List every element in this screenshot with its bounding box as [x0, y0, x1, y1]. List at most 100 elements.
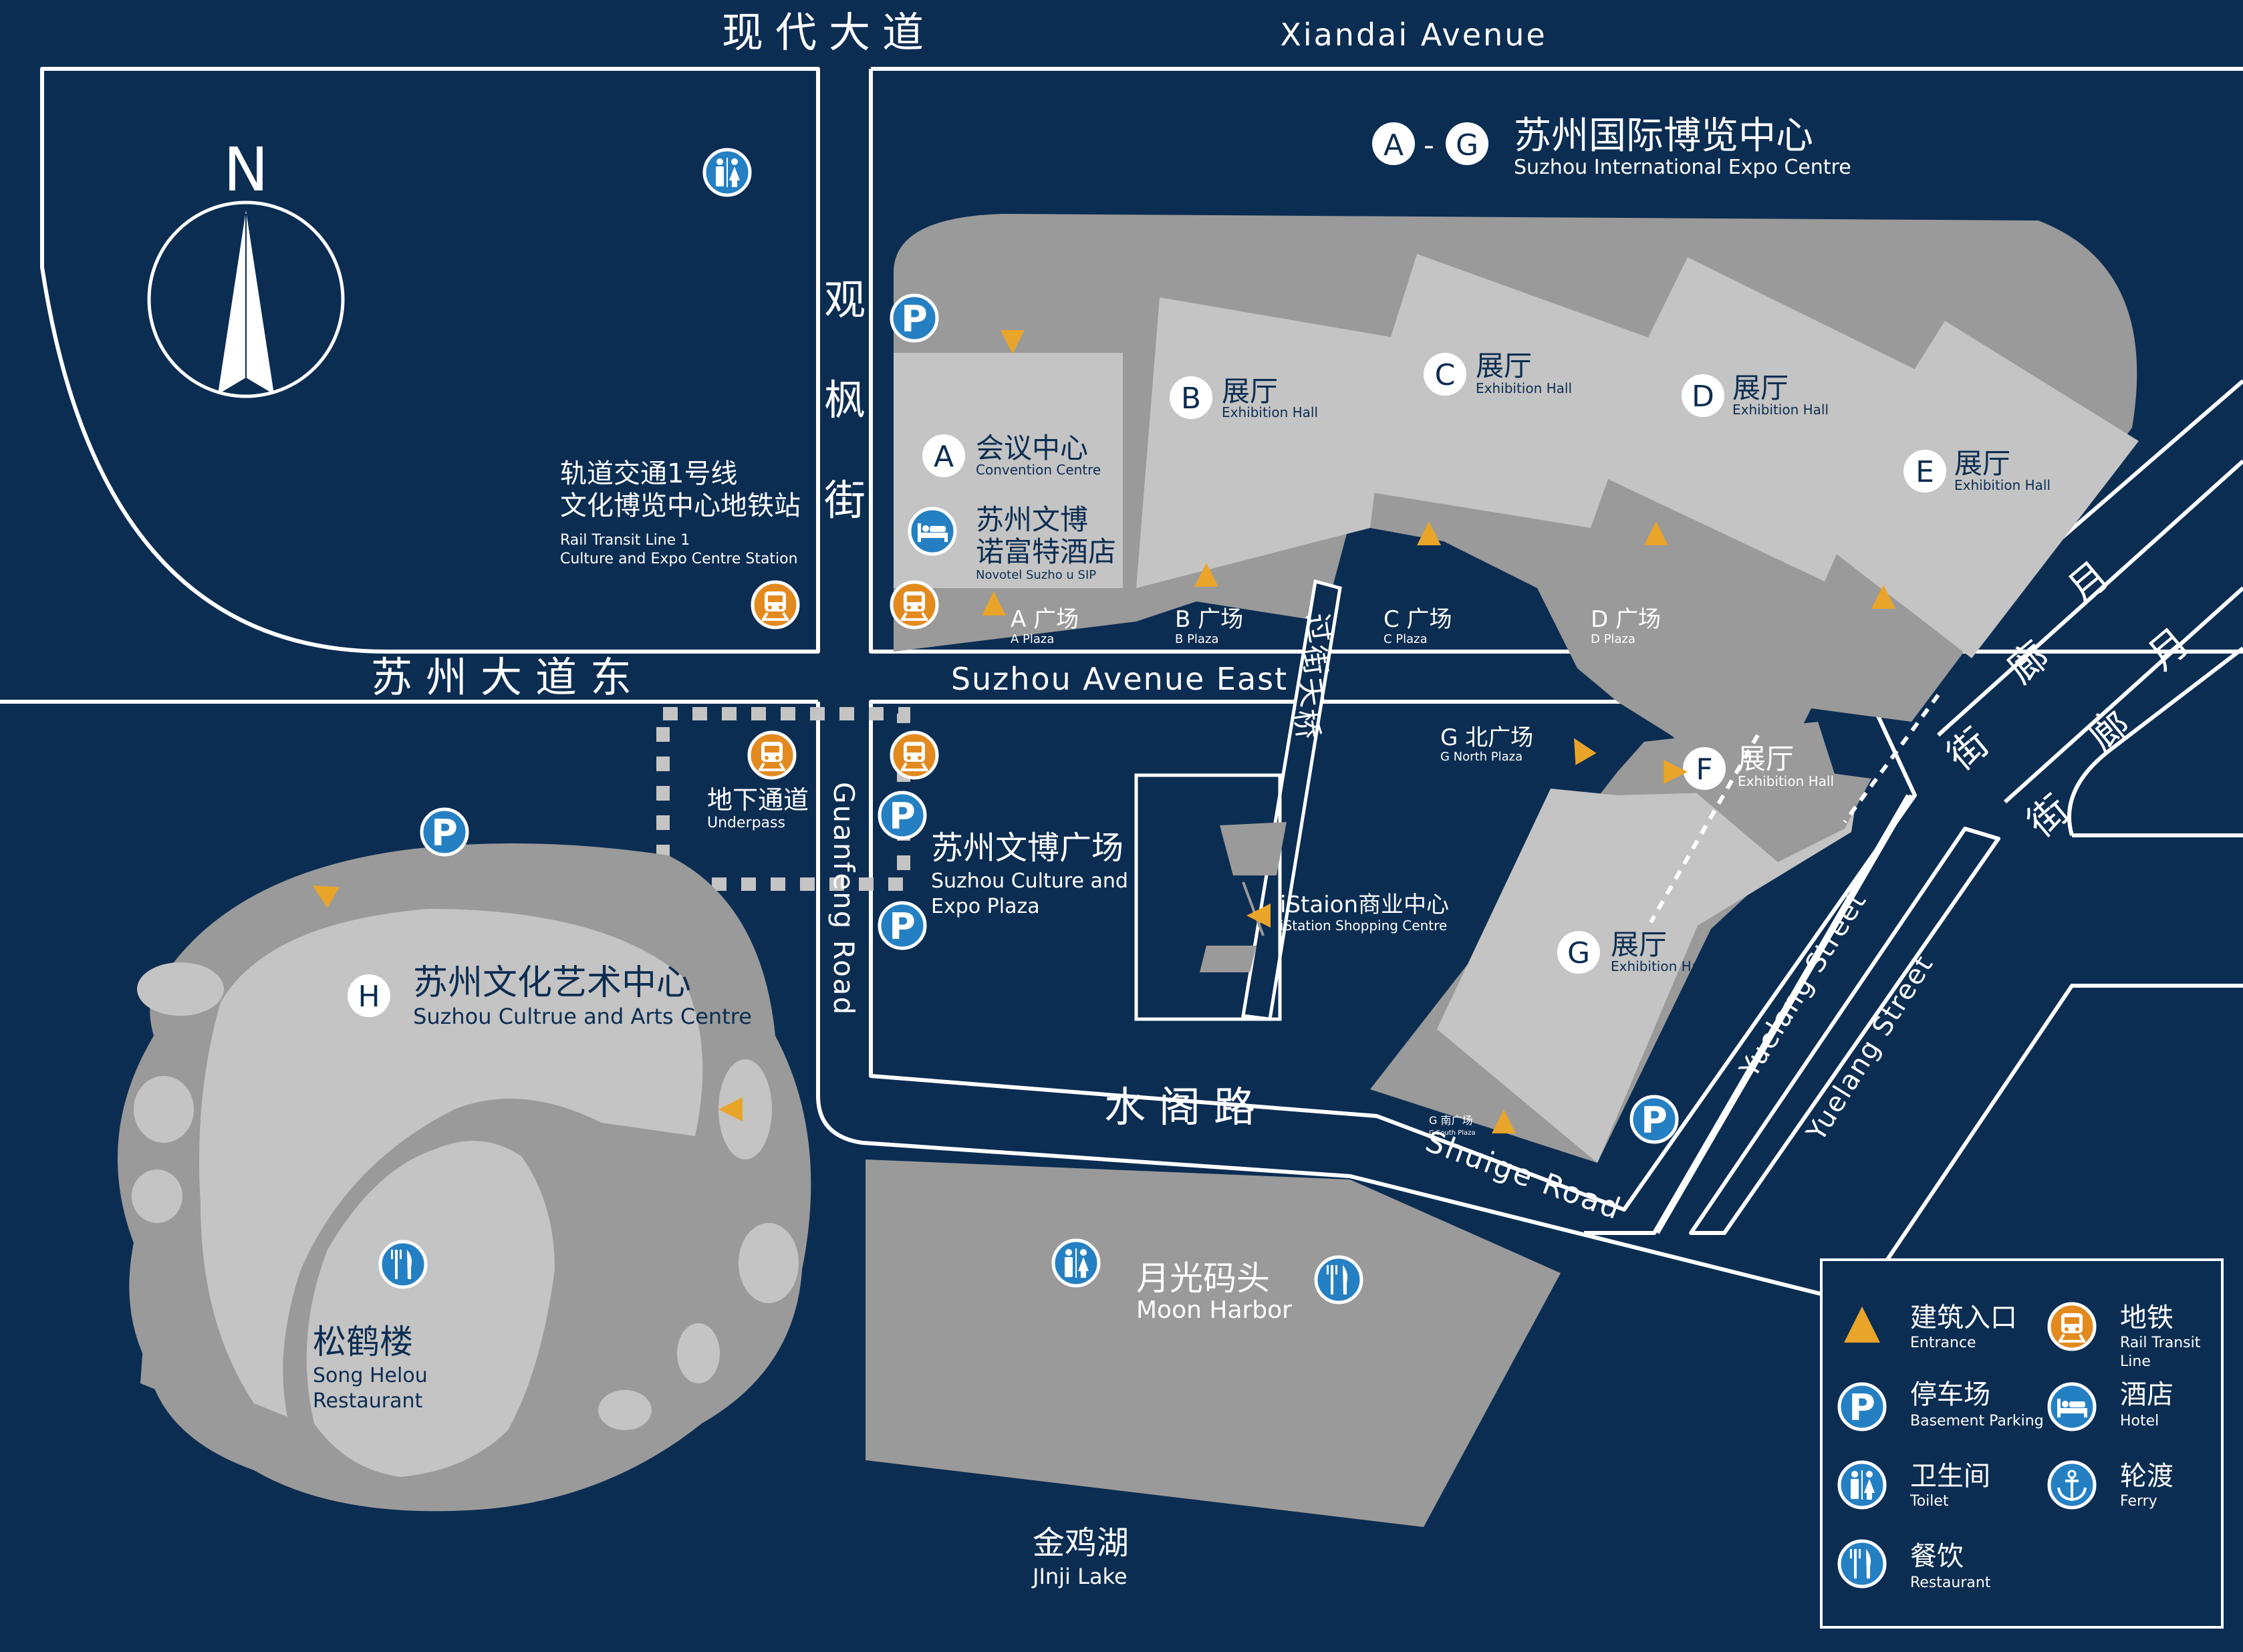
- rail-icon[interactable]: [892, 582, 937, 628]
- legend-rail-en-2: Line: [2120, 1353, 2151, 1370]
- toilet-icon[interactable]: [704, 150, 750, 195]
- culture-plaza-zh: 苏州文博广场: [931, 829, 1124, 867]
- hall-g-label[interactable]: G 展厅 Exhibition Hall: [1557, 928, 1707, 974]
- hall-a-label[interactable]: A 会议中心 Convention Centre: [922, 432, 1101, 478]
- hall-f-name-zh: 展厅: [1738, 742, 1794, 775]
- culture-plaza-en-1: Suzhou Culture and: [931, 869, 1128, 893]
- parking-icon: [1839, 1384, 1885, 1429]
- toilet-icon[interactable]: [1053, 1240, 1099, 1286]
- road-label-guanfeng-zh-3: 街: [824, 476, 866, 525]
- parking-icon[interactable]: [1631, 1097, 1677, 1142]
- hall-e-name-en: Exhibition Hall: [1954, 477, 2051, 493]
- rail-icon[interactable]: [892, 732, 937, 778]
- legend-entrance-zh: 建筑入口: [1910, 1302, 2017, 1333]
- parking-icon[interactable]: [422, 809, 467, 855]
- underpass-label: 地下通道 Underpass: [707, 785, 809, 831]
- rail-icon: [2049, 1304, 2095, 1349]
- road-label-suzhou-east-en: Suzhou Avenue East: [951, 661, 1288, 697]
- parking-icon[interactable]: [880, 903, 925, 948]
- hall-c-label[interactable]: C 展厅 Exhibition Hall: [1424, 350, 1572, 396]
- hall-b-label[interactable]: B 展厅 Exhibition Hall: [1170, 375, 1318, 420]
- compass: N: [147, 135, 345, 398]
- plaza-labels: A 广场 A Plaza B 广场 B Plaza C 广场 C Plaza D…: [1011, 606, 1661, 1137]
- moon-harbor-name-zh: 月光码头: [1136, 1259, 1270, 1298]
- hall-a-name-en: Convention Centre: [976, 462, 1101, 478]
- hall-f-letter: F: [1696, 752, 1712, 787]
- road-label-xiandai-en: Xiandai Avenue: [1280, 17, 1547, 53]
- toilet-icon: [1839, 1462, 1885, 1508]
- parking-icon[interactable]: [892, 295, 937, 341]
- hall-d-label[interactable]: D 展厅 Exhibition Hall: [1682, 372, 1829, 418]
- hall-d-name-en: Exhibition Hall: [1732, 402, 1829, 418]
- fork-knife-icon[interactable]: [1316, 1257, 1361, 1302]
- plaza-c-zh: C 广场: [1383, 606, 1452, 633]
- plaza-g-north-zh: G 北广场: [1440, 724, 1533, 751]
- metro-name-en-1: Rail Transit Line 1: [560, 532, 690, 549]
- hall-e-letter: E: [1916, 455, 1934, 489]
- parking-icon[interactable]: [880, 793, 925, 838]
- hall-b-name-zh: 展厅: [1222, 375, 1278, 408]
- plaza-g-north-en: G North Plaza: [1440, 750, 1523, 764]
- expo-name-en: Suzhou International Expo Centre: [1514, 156, 1851, 179]
- culture-plaza-label: 苏州文博广场 Suzhou Culture and Expo Plaza: [931, 829, 1128, 918]
- hall-f-label[interactable]: F 展厅 Exhibition Hall: [1683, 742, 1834, 790]
- hall-g-name-zh: 展厅: [1611, 928, 1667, 961]
- songhelou-restaurant-label[interactable]: 松鹤楼 Song Helou Restaurant: [313, 1242, 428, 1413]
- hotel-name-zh-2: 诺富特酒店: [976, 535, 1116, 568]
- metro-station-label: 轨道交通1号线 文化博览中心地铁站 Rail Transit Line 1 Cu…: [560, 458, 801, 567]
- metro-name-zh-2: 文化博览中心地铁站: [560, 491, 801, 521]
- restaurant-name-zh: 松鹤楼: [313, 1323, 413, 1361]
- hall-a-letter: A: [934, 440, 954, 474]
- road-label-guanfeng-zh-2: 枫: [824, 376, 866, 424]
- legend-restaurant-en: Restaurant: [1910, 1574, 1991, 1591]
- underpass-en: Underpass: [707, 815, 785, 831]
- skybridge-label-3: 天: [1291, 675, 1329, 709]
- rail-icon[interactable]: [749, 732, 795, 778]
- hall-b-letter: B: [1181, 382, 1201, 416]
- hall-g-name-en: Exhibition Hall: [1611, 958, 1707, 974]
- legend-hotel-en: Hotel: [2120, 1413, 2159, 1429]
- legend-rail-en-1: Rail Transit: [2120, 1335, 2201, 1351]
- expo-name-zh: 苏州国际博览中心: [1514, 114, 1813, 158]
- plaza-b-en: B Plaza: [1175, 632, 1218, 646]
- hall-labels: A 会议中心 Convention Centre B 展厅 Exhibition…: [922, 350, 2051, 974]
- legend-entrance-en: Entrance: [1910, 1335, 1976, 1351]
- arts-centre-name-zh: 苏州文化艺术中心: [413, 963, 691, 1003]
- legend-ferry-zh: 轮渡: [2120, 1461, 2173, 1492]
- plaza-c-en: C Plaza: [1383, 632, 1428, 646]
- istation-name-en: iStation Shopping Centre: [1280, 918, 1447, 934]
- hall-e-label[interactable]: E 展厅 Exhibition Hall: [1903, 447, 2051, 493]
- plaza-d-en: D Plaza: [1591, 632, 1635, 646]
- expo-title: A - G 苏州国际博览中心 Suzhou International Expo…: [1372, 114, 1851, 179]
- fork-knife-icon: [1839, 1541, 1885, 1587]
- plaza-b-zh: B 广场: [1175, 606, 1243, 633]
- arts-centre-name-en: Suzhou Cultrue and Arts Centre: [413, 1004, 752, 1029]
- plaza-g-south-en: G South Plaza: [1429, 1129, 1475, 1137]
- metro-name-zh-1: 轨道交通1号线: [560, 458, 737, 489]
- rail-icon[interactable]: [753, 582, 798, 628]
- arts-centre-letter: H: [358, 980, 380, 1014]
- hall-b-name-en: Exhibition Hall: [1222, 404, 1318, 420]
- skybridge-label-1: 过: [1299, 611, 1337, 645]
- restaurant-name-en-1: Song Helou: [313, 1364, 428, 1387]
- hotel-label[interactable]: 苏州文博 诺富特酒店 Novotel Suzho u SIP: [910, 503, 1116, 582]
- hotel-name-zh-1: 苏州文博: [976, 503, 1088, 536]
- underpass-zh: 地下通道: [707, 785, 809, 815]
- culture-plaza-en-2: Expo Plaza: [931, 895, 1040, 918]
- moon-harbor-name-en: Moon Harbor: [1136, 1296, 1292, 1324]
- hall-c-name-en: Exhibition Hall: [1476, 380, 1572, 396]
- skybridge-label-2: 街: [1295, 643, 1333, 677]
- legend-restaurant-zh: 餐饮: [1910, 1541, 1964, 1572]
- lake-name-zh: 金鸡湖: [1033, 1524, 1129, 1562]
- istation-building: [1134, 773, 1287, 1021]
- hall-f-name-en: Exhibition Hall: [1738, 773, 1834, 789]
- plaza-a-zh: A 广场: [1011, 606, 1079, 633]
- istation-label[interactable]: iStaion商业中心 iStation Shopping Centre: [1280, 891, 1449, 934]
- restaurant-name-en-2: Restaurant: [313, 1389, 422, 1413]
- road-label-xiandai-zh: 现代大道: [722, 8, 936, 57]
- legend-ferry-en: Ferry: [2120, 1493, 2157, 1510]
- arts-centre-label[interactable]: H 苏州文化艺术中心 Suzhou Cultrue and Arts Centr…: [348, 963, 752, 1029]
- moon-harbor-label[interactable]: 月光码头 Moon Harbor: [1136, 1259, 1292, 1324]
- legend: 建筑入口 Entrance 地铁 Rail Transit Line 停车场 B…: [1820, 1258, 2224, 1629]
